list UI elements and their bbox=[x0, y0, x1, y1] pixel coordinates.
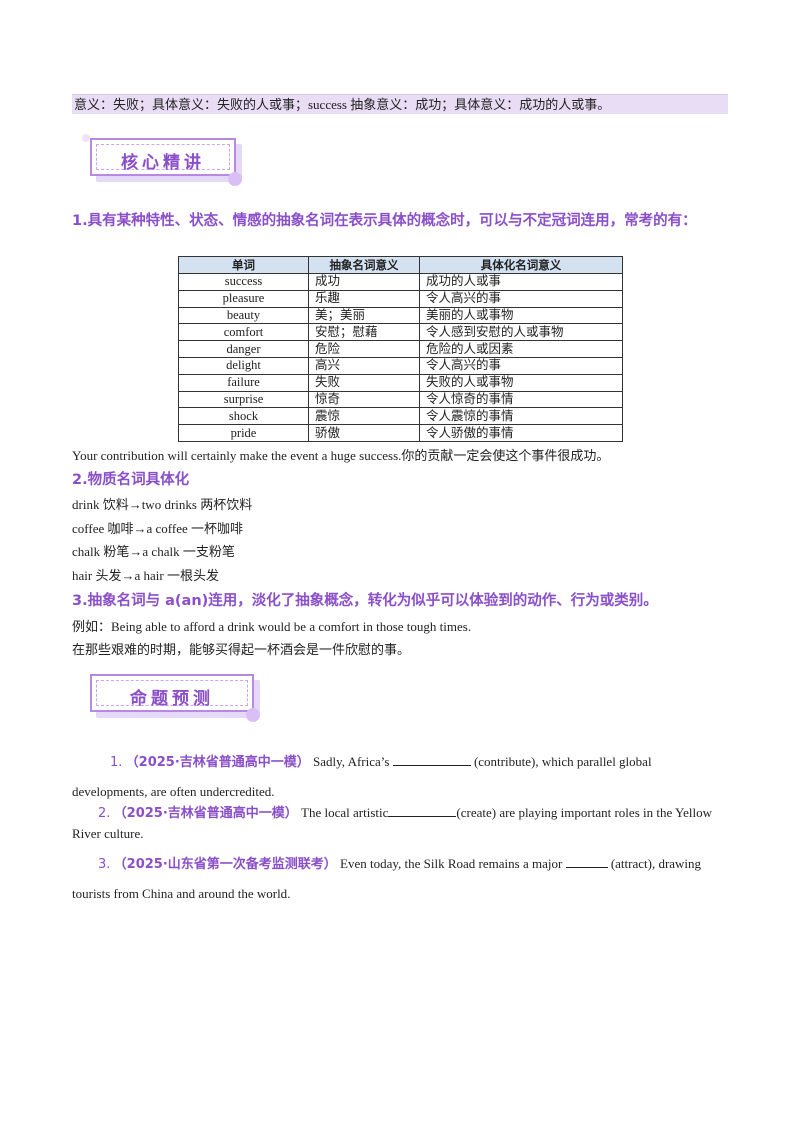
question-1: 1. （2025·吉林省普通高中一模） Sadly, Africa’s (con… bbox=[72, 747, 728, 806]
table-cell: 安慰；慰藉 bbox=[308, 323, 420, 342]
question-text: The local artistic bbox=[301, 805, 389, 820]
badge-title: 核心精讲 bbox=[121, 153, 205, 173]
question-number: 2. bbox=[98, 806, 111, 821]
material-line: chalk 粉笔→a chalk 一支粉笔 bbox=[72, 544, 235, 559]
heading-1: 1.具有某种特性、状态、情感的抽象名词在表示具体的概念时，可以与不定冠词连用，常… bbox=[72, 213, 697, 229]
table-cell: 令人高兴的事 bbox=[419, 356, 623, 375]
badge-inner-border bbox=[96, 144, 230, 170]
section-badge-predict: 命题预测 bbox=[90, 674, 260, 722]
table-cell: failure bbox=[178, 373, 309, 392]
question-text: (contribute), which parallel global deve… bbox=[72, 754, 652, 799]
table-cell: 高兴 bbox=[308, 356, 420, 375]
question-text: Sadly, Africa’s bbox=[313, 754, 393, 769]
table-cell: pleasure bbox=[178, 289, 309, 308]
answer-blank[interactable] bbox=[565, 854, 608, 868]
table-cell: 成功的人或事 bbox=[419, 273, 623, 291]
question-source: （2025·吉林省普通高中一模） bbox=[125, 755, 310, 770]
material-line: coffee 咖啡→a coffee 一杯咖啡 bbox=[72, 521, 243, 536]
table-cell: 危险 bbox=[308, 340, 420, 358]
decor-dot bbox=[228, 172, 242, 186]
table-cell: 失败 bbox=[308, 373, 420, 392]
badge-box: 核心精讲 bbox=[90, 138, 236, 176]
answer-blank[interactable] bbox=[388, 803, 457, 817]
heading-3: 3.抽象名词与 a(an)连用，淡化了抽象概念，转化为似乎可以体验到的动作、行为… bbox=[72, 593, 658, 609]
table-cell: 震惊 bbox=[308, 407, 420, 426]
badge-title: 命题预测 bbox=[130, 689, 214, 709]
table-cell: 令人感到安慰的人或事物 bbox=[419, 323, 623, 342]
table-cell: 令人惊奇的事情 bbox=[419, 390, 623, 409]
question-number: 3. bbox=[98, 857, 111, 872]
question-3: 3. （2025·山东省第一次备考监测联考） Even today, the S… bbox=[72, 849, 728, 908]
table-cell: 惊奇 bbox=[308, 390, 420, 409]
table-cell: 成功 bbox=[308, 273, 420, 291]
section-badge-core: 核心精讲 bbox=[82, 134, 242, 186]
answer-blank[interactable] bbox=[392, 752, 471, 766]
example-sentence-2-cn: 在那些艰难的时期，能够买得起一杯酒会是一件欣慰的事。 bbox=[72, 642, 411, 657]
decor-dot bbox=[82, 134, 90, 142]
table-cell: shock bbox=[178, 407, 309, 426]
decor-dot bbox=[246, 708, 260, 722]
question-text: (create) are playing important roles in … bbox=[72, 805, 712, 841]
table-header: 抽象名词意义 bbox=[308, 256, 420, 274]
question-text: (attract), drawing tourists from China a… bbox=[72, 856, 702, 901]
question-number: 1. bbox=[110, 755, 123, 770]
table-cell: 令人骄傲的事情 bbox=[419, 424, 623, 442]
table-cell: 骄傲 bbox=[308, 424, 420, 442]
table-cell: 令人震惊的事情 bbox=[419, 407, 623, 426]
table-cell: pride bbox=[178, 424, 309, 442]
example-sentence-1: Your contribution will certainly make th… bbox=[72, 448, 610, 463]
example-sentence-2-en: 例如：Being able to afford a drink would be… bbox=[72, 619, 472, 634]
table-cell: 美；美丽 bbox=[308, 306, 420, 325]
table-cell: comfort bbox=[178, 323, 309, 342]
table-cell: delight bbox=[178, 356, 309, 375]
question-source: （2025·吉林省普通高中一模） bbox=[113, 806, 298, 821]
table-cell: 令人高兴的事 bbox=[419, 289, 623, 308]
question-source: （2025·山东省第一次备考监测联考） bbox=[113, 857, 337, 872]
table-header-row: 单词 抽象名词意义 具体化名词意义 bbox=[178, 256, 623, 274]
table-header: 具体化名词意义 bbox=[419, 256, 623, 274]
material-line: hair 头发→a hair 一根头发 bbox=[72, 568, 219, 583]
heading-2: 2.物质名词具体化 bbox=[72, 472, 190, 488]
question-text: Even today, the Silk Road remains a majo… bbox=[340, 856, 566, 871]
table-cell: 乐趣 bbox=[308, 289, 420, 308]
badge-box: 命题预测 bbox=[90, 674, 254, 712]
question-2: 2. （2025·吉林省普通高中一模） The local artistic(c… bbox=[72, 803, 728, 844]
material-line: drink 饮料→two drinks 两杯饮料 bbox=[72, 497, 253, 512]
table-cell: surprise bbox=[178, 390, 309, 409]
table-cell: beauty bbox=[178, 306, 309, 325]
badge-inner-border bbox=[96, 680, 248, 706]
table-cell: 危险的人或因素 bbox=[419, 340, 623, 358]
table-cell: 失败的人或事物 bbox=[419, 373, 623, 392]
table-header: 单词 bbox=[178, 256, 309, 274]
table-cell: success bbox=[178, 273, 309, 291]
table-cell: danger bbox=[178, 340, 309, 358]
table-cell: 美丽的人或事物 bbox=[419, 306, 623, 325]
top-band: 意义：失败；具体意义：失败的人或事；success 抽象意义：成功；具体意义：成… bbox=[72, 94, 728, 114]
